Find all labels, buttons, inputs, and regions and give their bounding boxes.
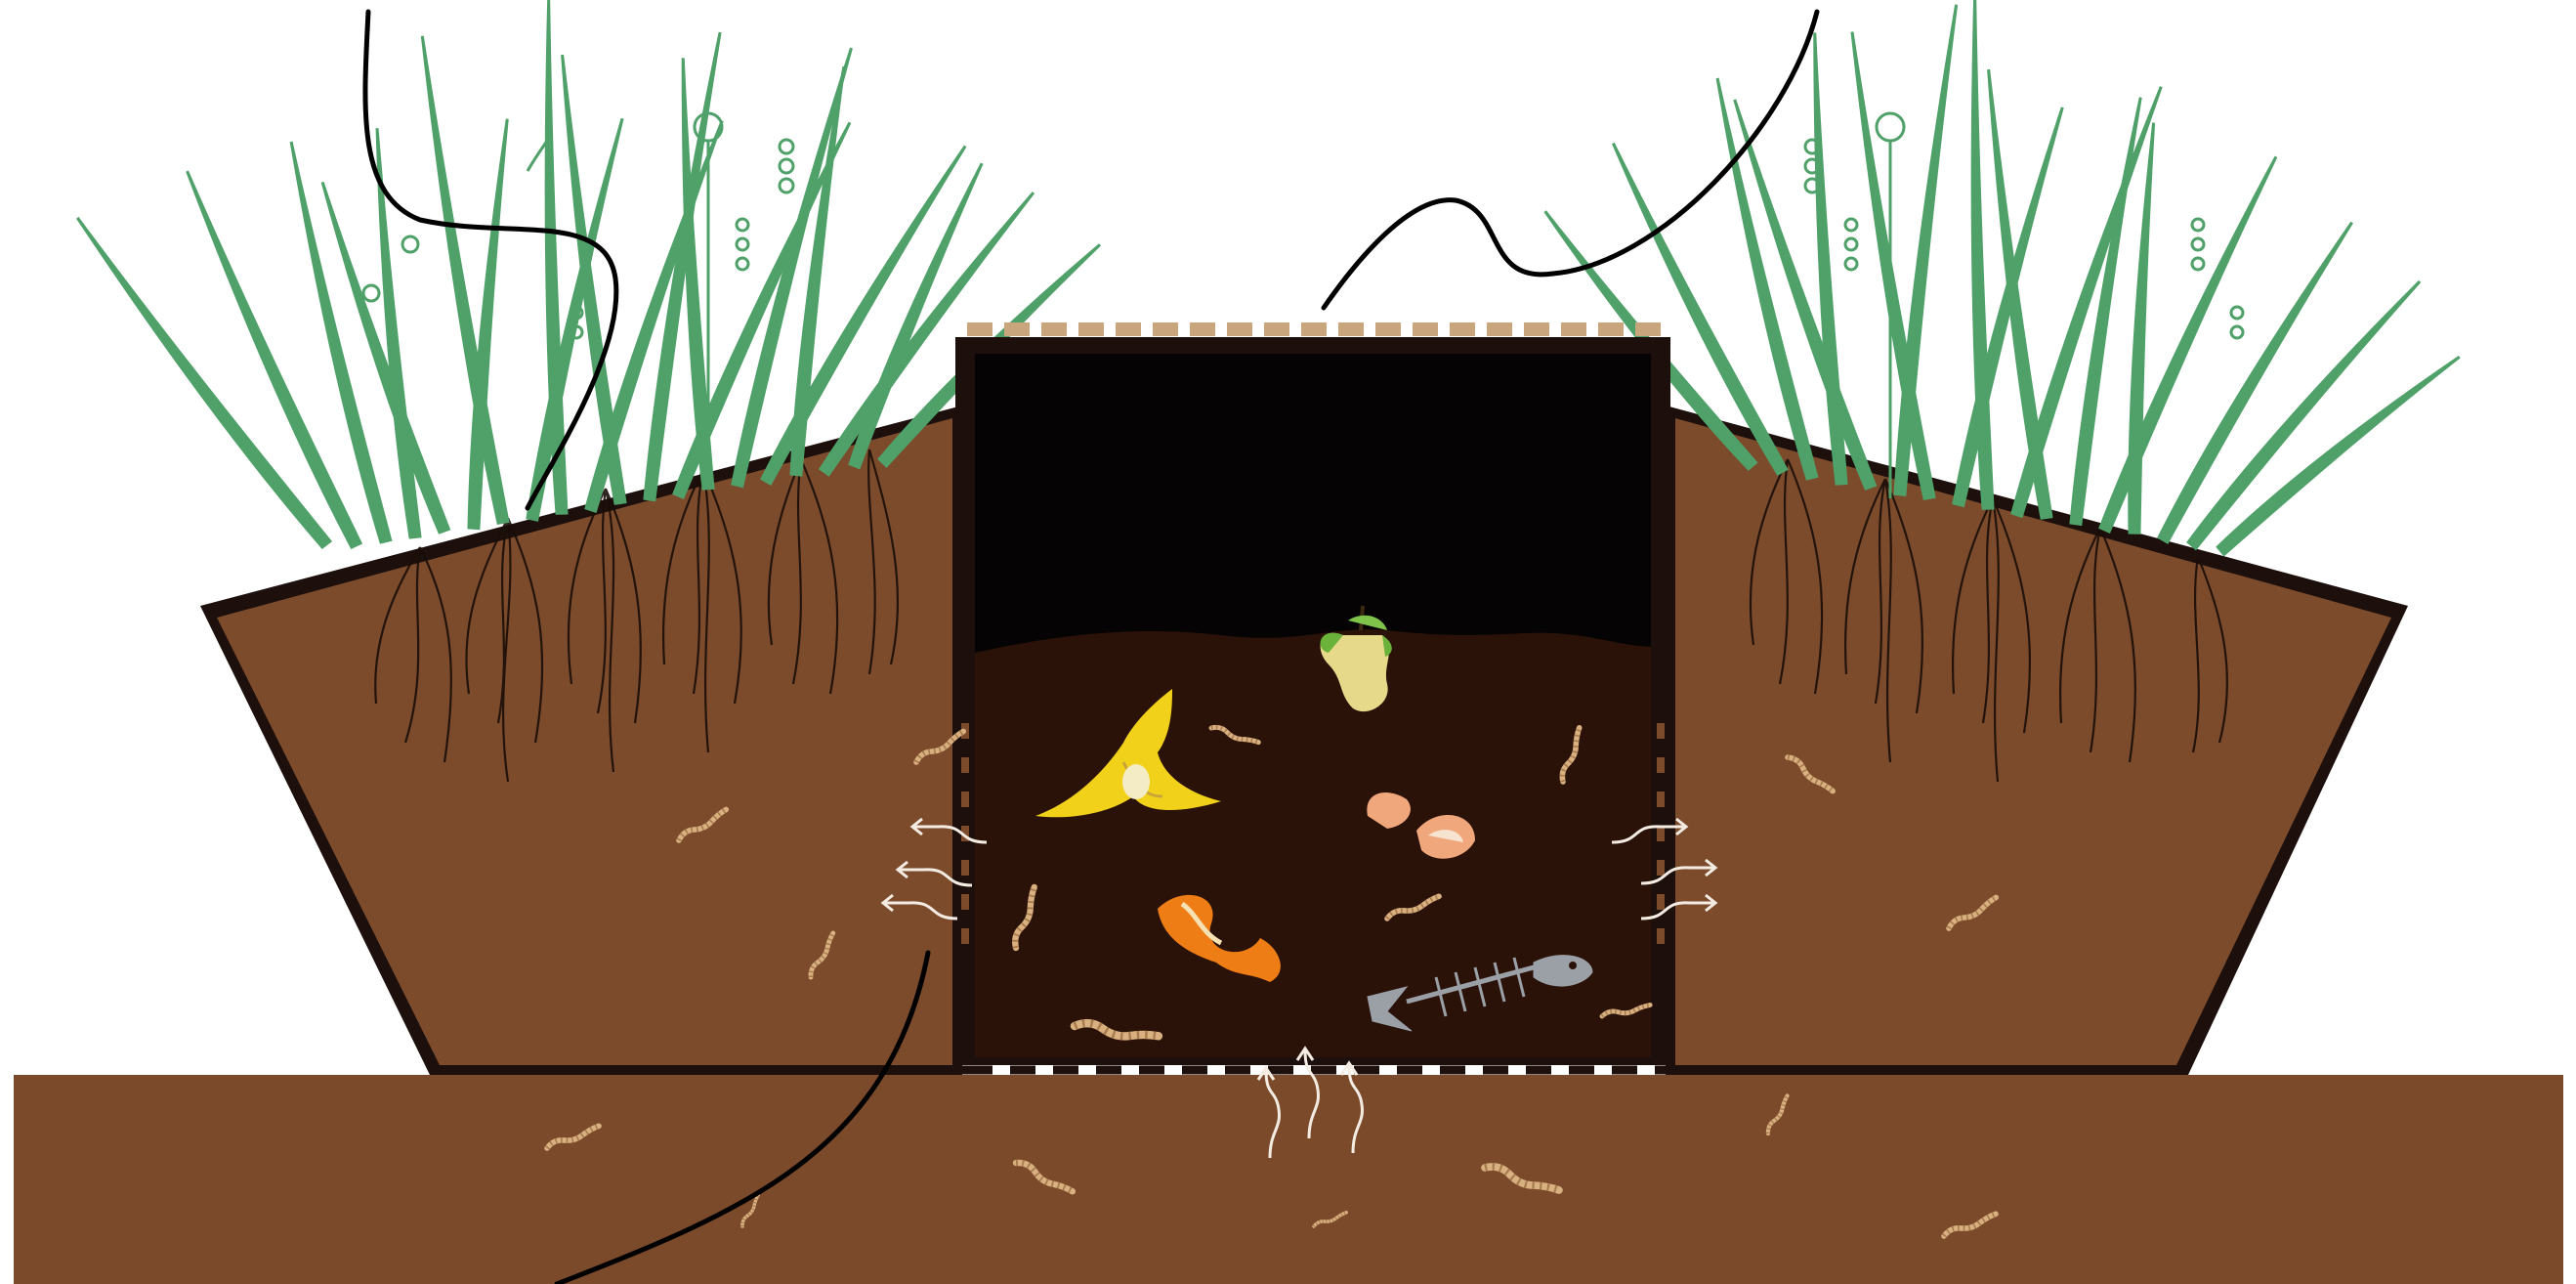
compost-fill: [975, 629, 1651, 1057]
bin-lid: [967, 322, 1661, 336]
ground-soil: [14, 1075, 2563, 1284]
right-garden-bed: [1666, 406, 2408, 1075]
left-garden-bed: [200, 406, 962, 1075]
